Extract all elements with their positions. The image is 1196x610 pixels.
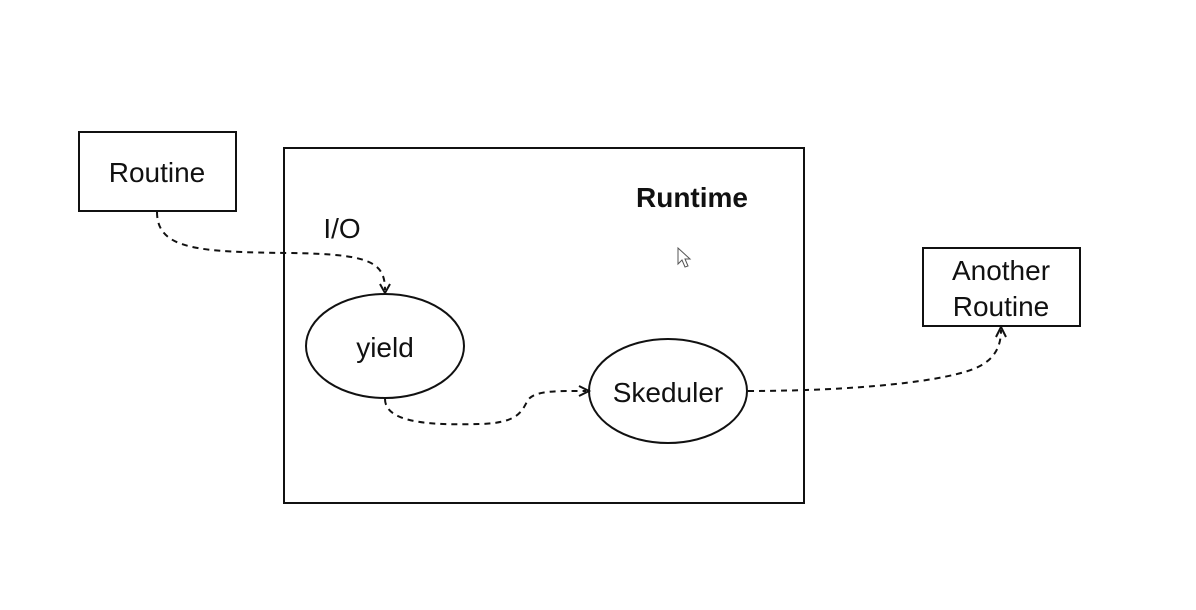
edge-routine-to-yield (156, 211, 386, 291)
edge-scheduler-to-another-routine (747, 329, 1002, 392)
yield-label: yield (356, 332, 414, 363)
arrowhead-scheduler (578, 385, 592, 397)
io-label: I/O (323, 213, 360, 244)
arrowhead-another-routine (995, 324, 1007, 338)
routine-box (78, 131, 237, 212)
edge-yield-to-scheduler (384, 389, 587, 426)
routine-label: Routine (109, 157, 206, 188)
another-routine-box (922, 247, 1081, 327)
runtime-label: Runtime (636, 182, 748, 213)
arrowhead-yield (379, 283, 391, 296)
scheduler-label: Skeduler (613, 377, 724, 408)
mouse-pointer-icon (677, 246, 692, 268)
another-routine-label-line2: Routine (953, 291, 1050, 322)
another-routine-label-line1: Another (952, 255, 1050, 286)
